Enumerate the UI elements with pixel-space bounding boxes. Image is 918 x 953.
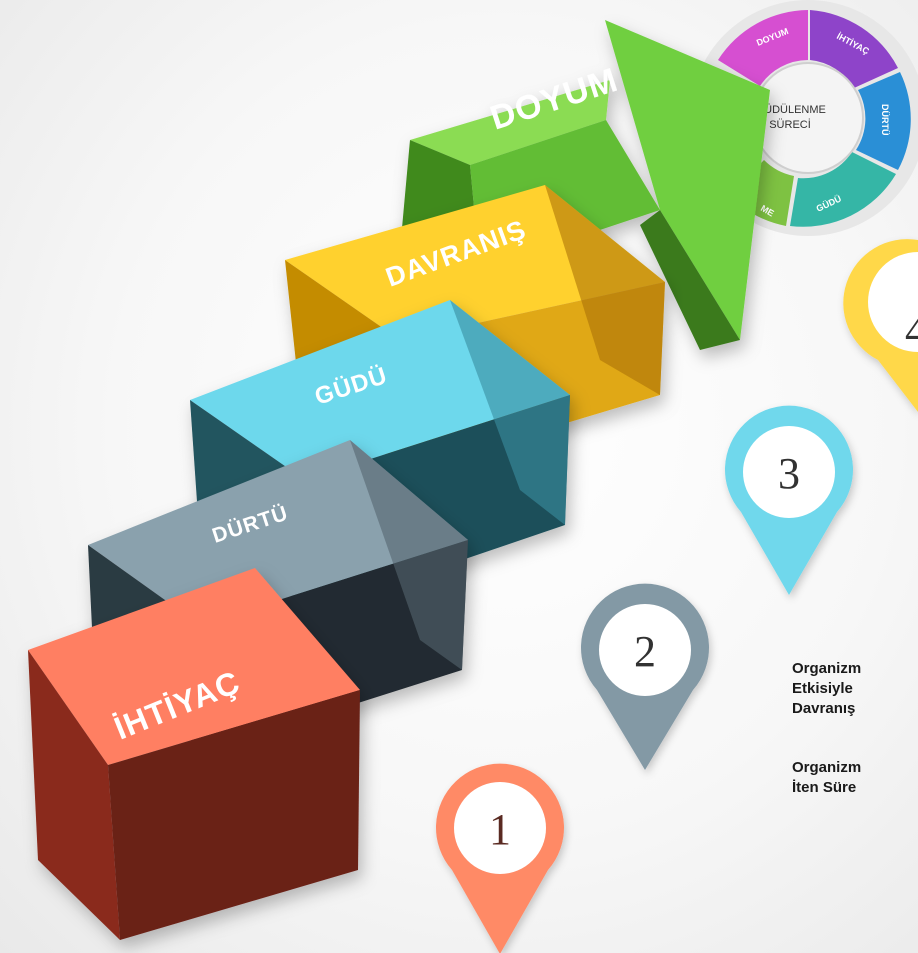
cycle-label-durtu: DÜRTÜ xyxy=(880,104,890,136)
cycle-segment-doyum xyxy=(718,10,808,86)
cycle-segment-gudu xyxy=(790,152,896,227)
description-2-line2: İten Süre xyxy=(792,779,857,796)
marker-2: 2 xyxy=(581,583,709,770)
description-block-2: Organizm İten Süre xyxy=(792,758,918,798)
cycle-center xyxy=(752,62,864,174)
marker-1: 1 xyxy=(436,763,564,953)
marker-3: 3 xyxy=(725,405,853,595)
step-doyum: DOYUM xyxy=(400,20,770,350)
cycle-segment-durtu xyxy=(856,72,911,170)
cycle-segment-ihtiyac xyxy=(810,10,898,88)
marker-4: 4 xyxy=(843,239,918,412)
cycle-center-line2: SÜRECİ xyxy=(769,118,811,131)
description-2-line1: Organizm xyxy=(792,759,862,776)
description-block-1: Organizm Etkisiyle Davranış xyxy=(792,659,918,719)
description-1-line1: Organizm xyxy=(792,660,862,677)
marker-1-number: 1 xyxy=(489,805,511,854)
description-1-line2: Etkisiyle xyxy=(792,680,853,697)
marker-3-number: 3 xyxy=(778,449,800,498)
marker-2-number: 2 xyxy=(634,627,656,676)
cycle-segment-me xyxy=(730,160,794,226)
cycle-center-line1: ÜDÜLENME xyxy=(764,104,826,116)
description-1-line3: Davranış xyxy=(792,700,856,717)
step-ihtiyac: İHTİYAÇ xyxy=(28,568,360,940)
marker-4-number: 4 xyxy=(905,306,918,355)
